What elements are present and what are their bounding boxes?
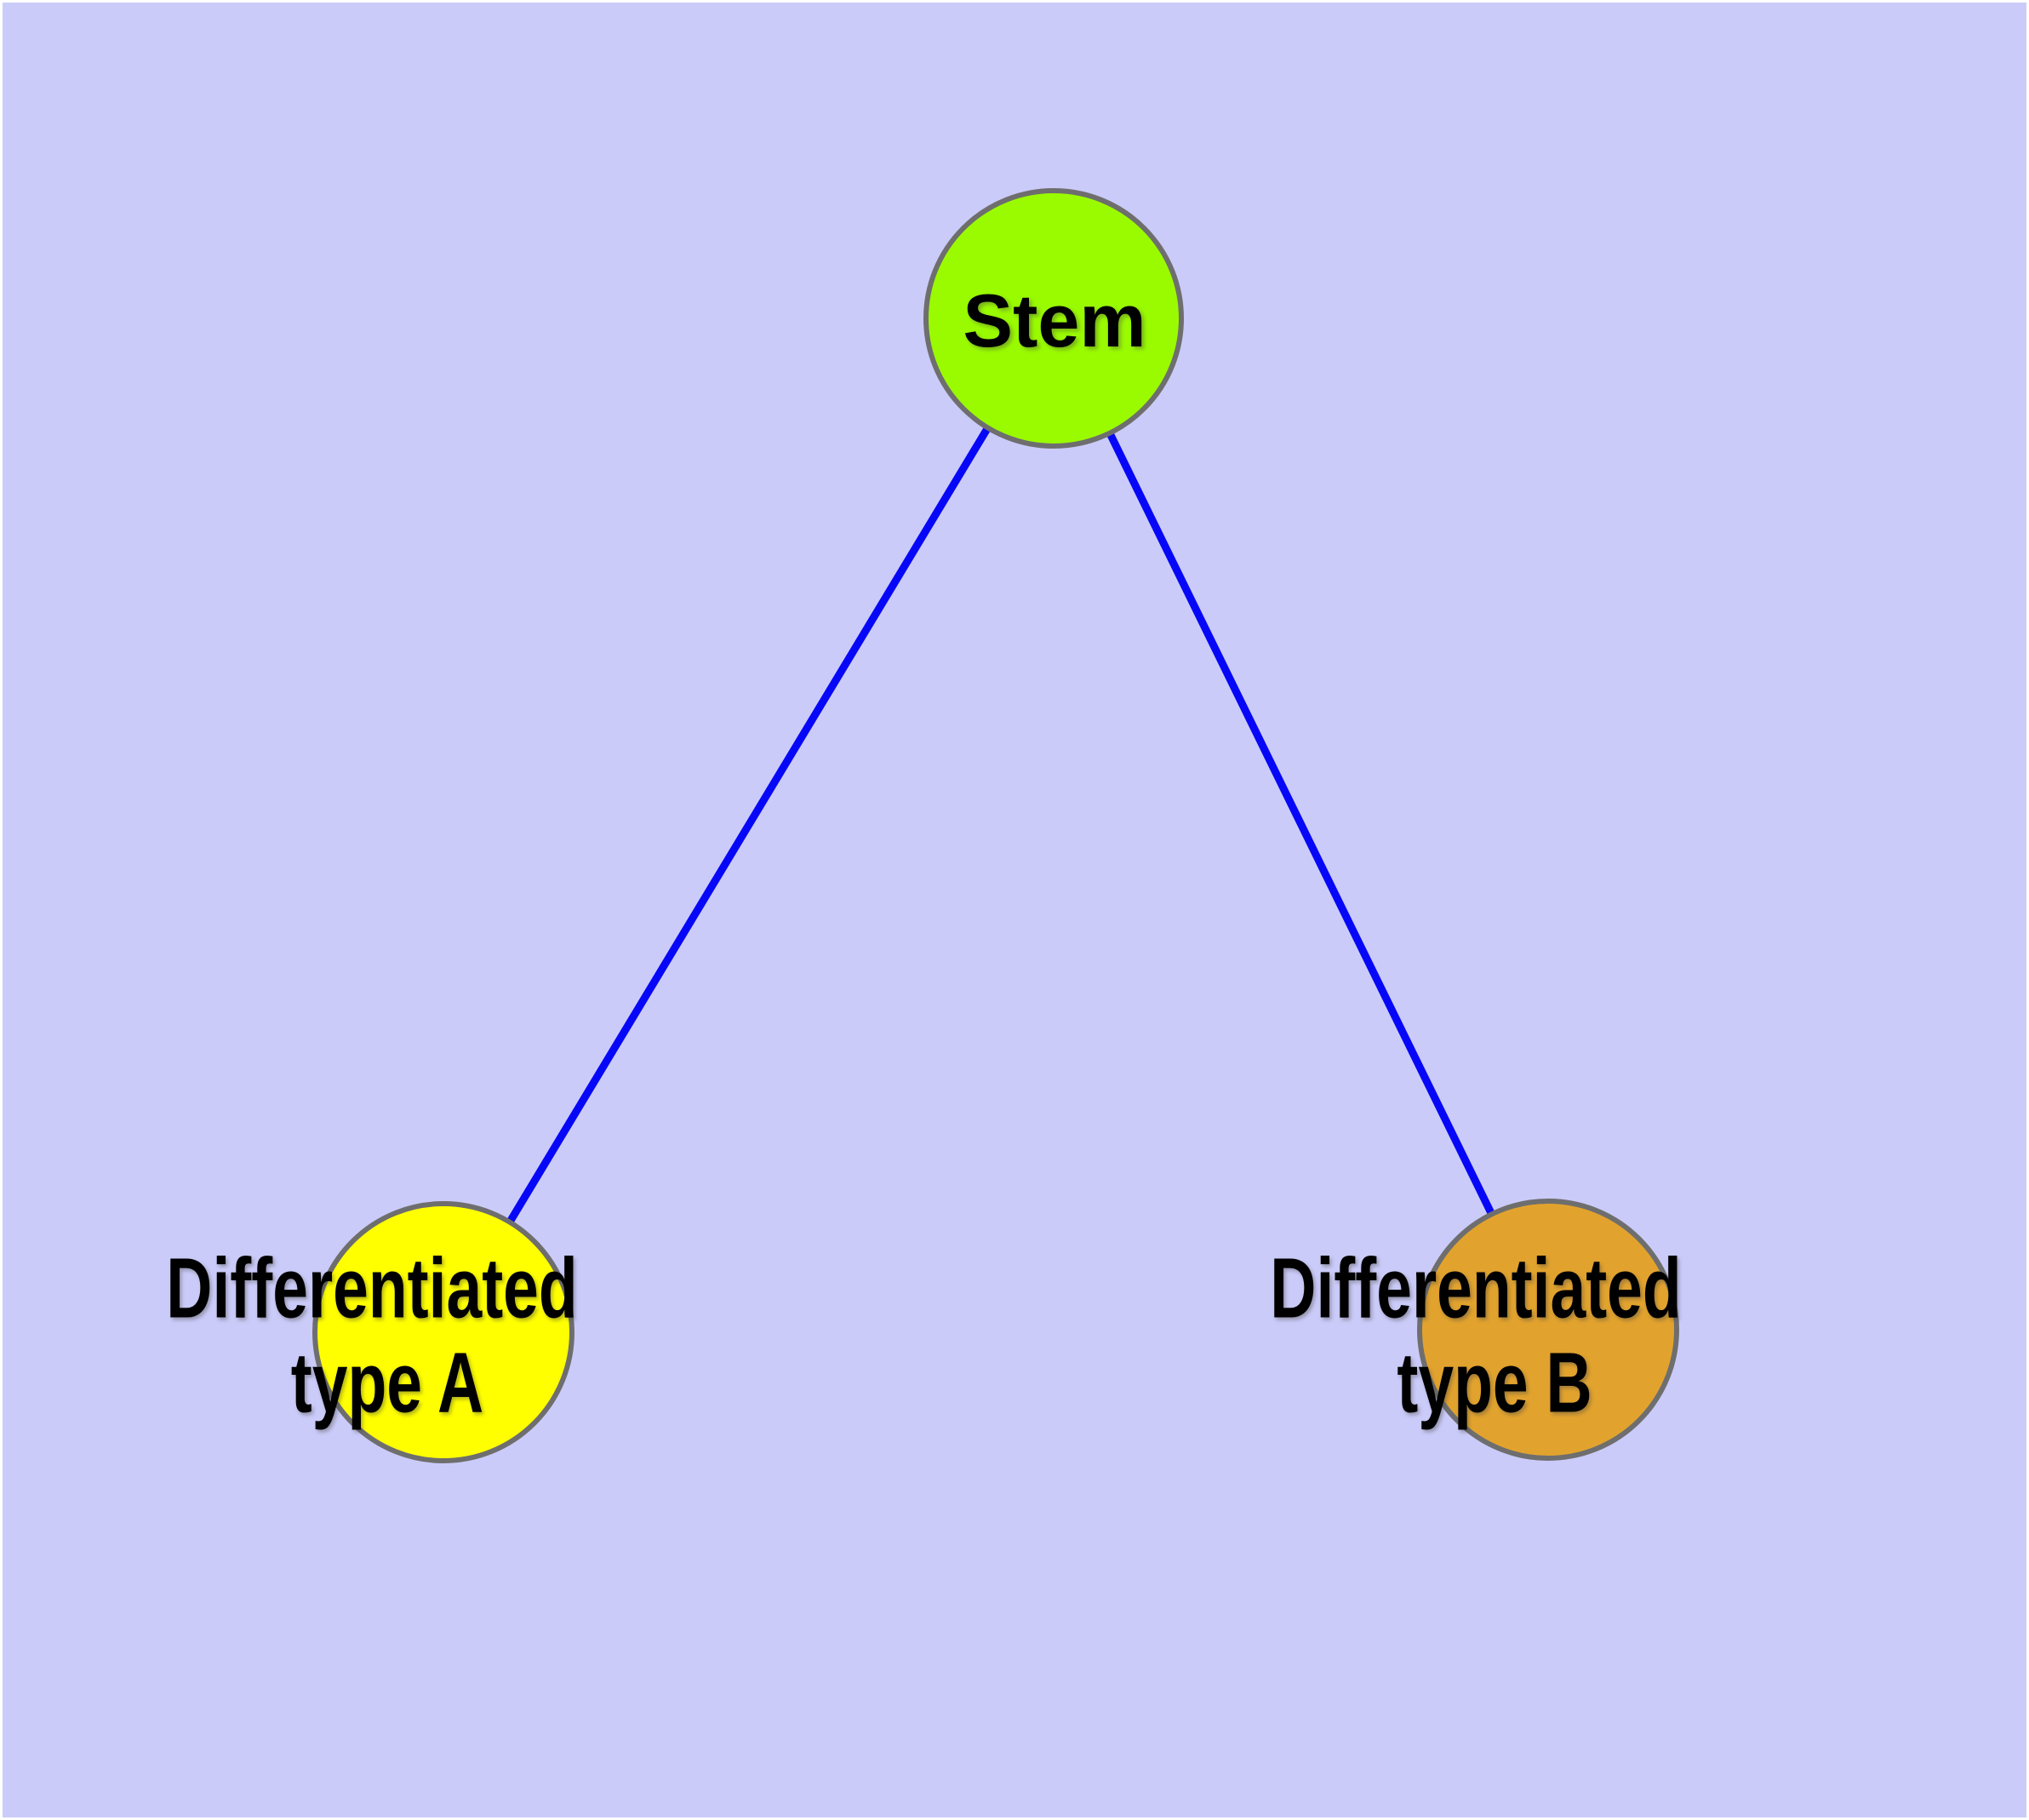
type-a-label-line2: type A xyxy=(290,1335,484,1431)
edge-stem-to-type-b xyxy=(1049,317,1552,1331)
edge-stem-to-type-a xyxy=(440,316,1057,1335)
type-b-label-line2: type B xyxy=(1397,1335,1592,1431)
stem-node xyxy=(923,188,1184,449)
type-b-label-line1: Differentiated xyxy=(1270,1240,1682,1336)
stem-node-label: Stem xyxy=(963,278,1146,363)
type-a-label-line1: Differentiated xyxy=(166,1240,578,1336)
type-a-node xyxy=(312,1201,574,1463)
type-b-node xyxy=(1417,1199,1679,1461)
